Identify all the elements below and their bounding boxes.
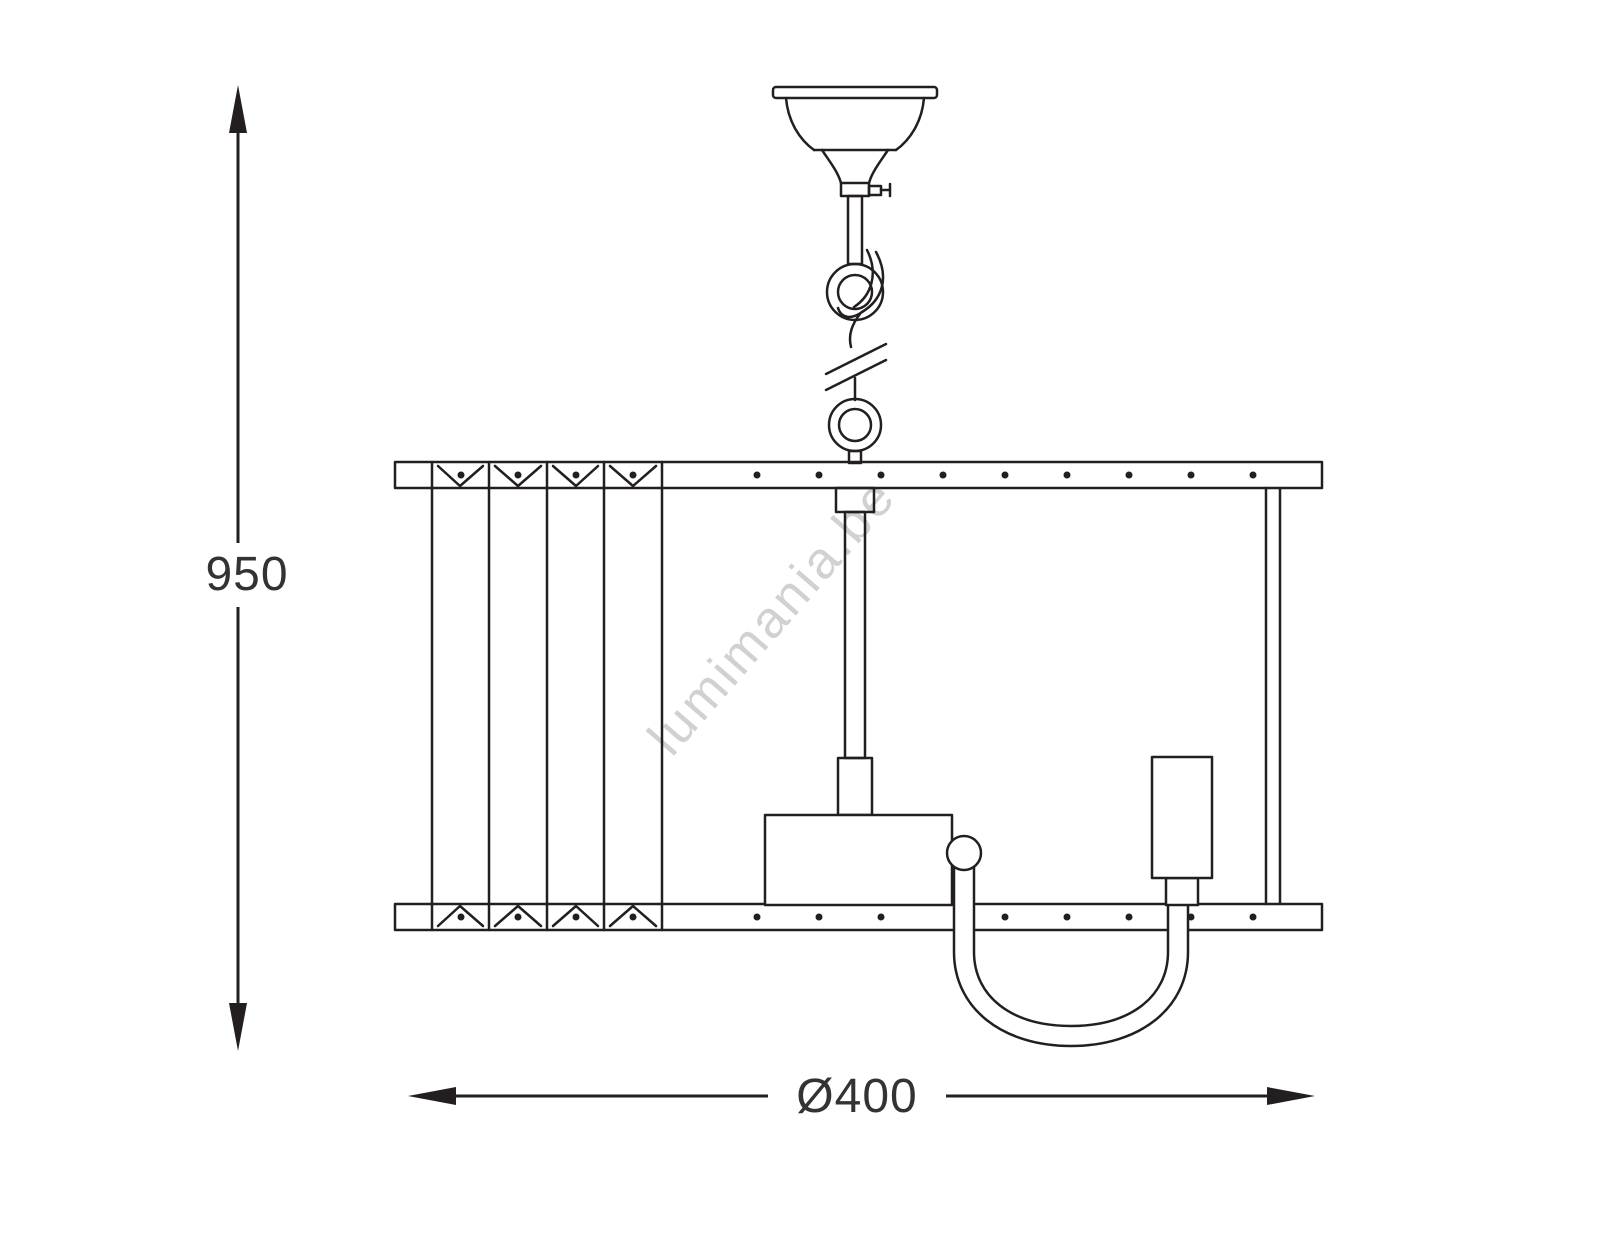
suspension-ring-upper <box>825 248 885 349</box>
break-symbol <box>824 342 888 392</box>
height-dimension-label: 950 <box>205 548 288 601</box>
diameter-arrow-right-icon <box>1267 1087 1315 1105</box>
candle-holder <box>1150 755 1214 907</box>
arm-ball-joint <box>945 834 983 872</box>
height-arrow-up-icon <box>229 85 247 133</box>
ceiling-canopy <box>771 85 939 266</box>
rivet-dots-top <box>457 471 1257 479</box>
crystal-prisms <box>430 460 664 932</box>
diameter-arrow-left-icon <box>408 1087 456 1105</box>
height-arrow-down-icon <box>229 1003 247 1051</box>
s-hook-icon <box>860 250 885 314</box>
suspension-ring-lower <box>827 376 883 465</box>
candle-sleeve <box>1150 755 1214 880</box>
diameter-dimension-label: Ø400 <box>796 1070 917 1123</box>
set-screw-icon <box>867 182 892 198</box>
right-support-rod <box>1264 486 1282 906</box>
lamp-body <box>763 813 954 907</box>
height-dimension: 950 <box>205 85 288 1051</box>
diameter-dimension: Ø400 <box>408 1070 1315 1123</box>
candle-holder-base <box>1164 876 1200 907</box>
canopy-stem <box>846 194 864 266</box>
rivet-dots-bottom <box>457 913 1257 921</box>
